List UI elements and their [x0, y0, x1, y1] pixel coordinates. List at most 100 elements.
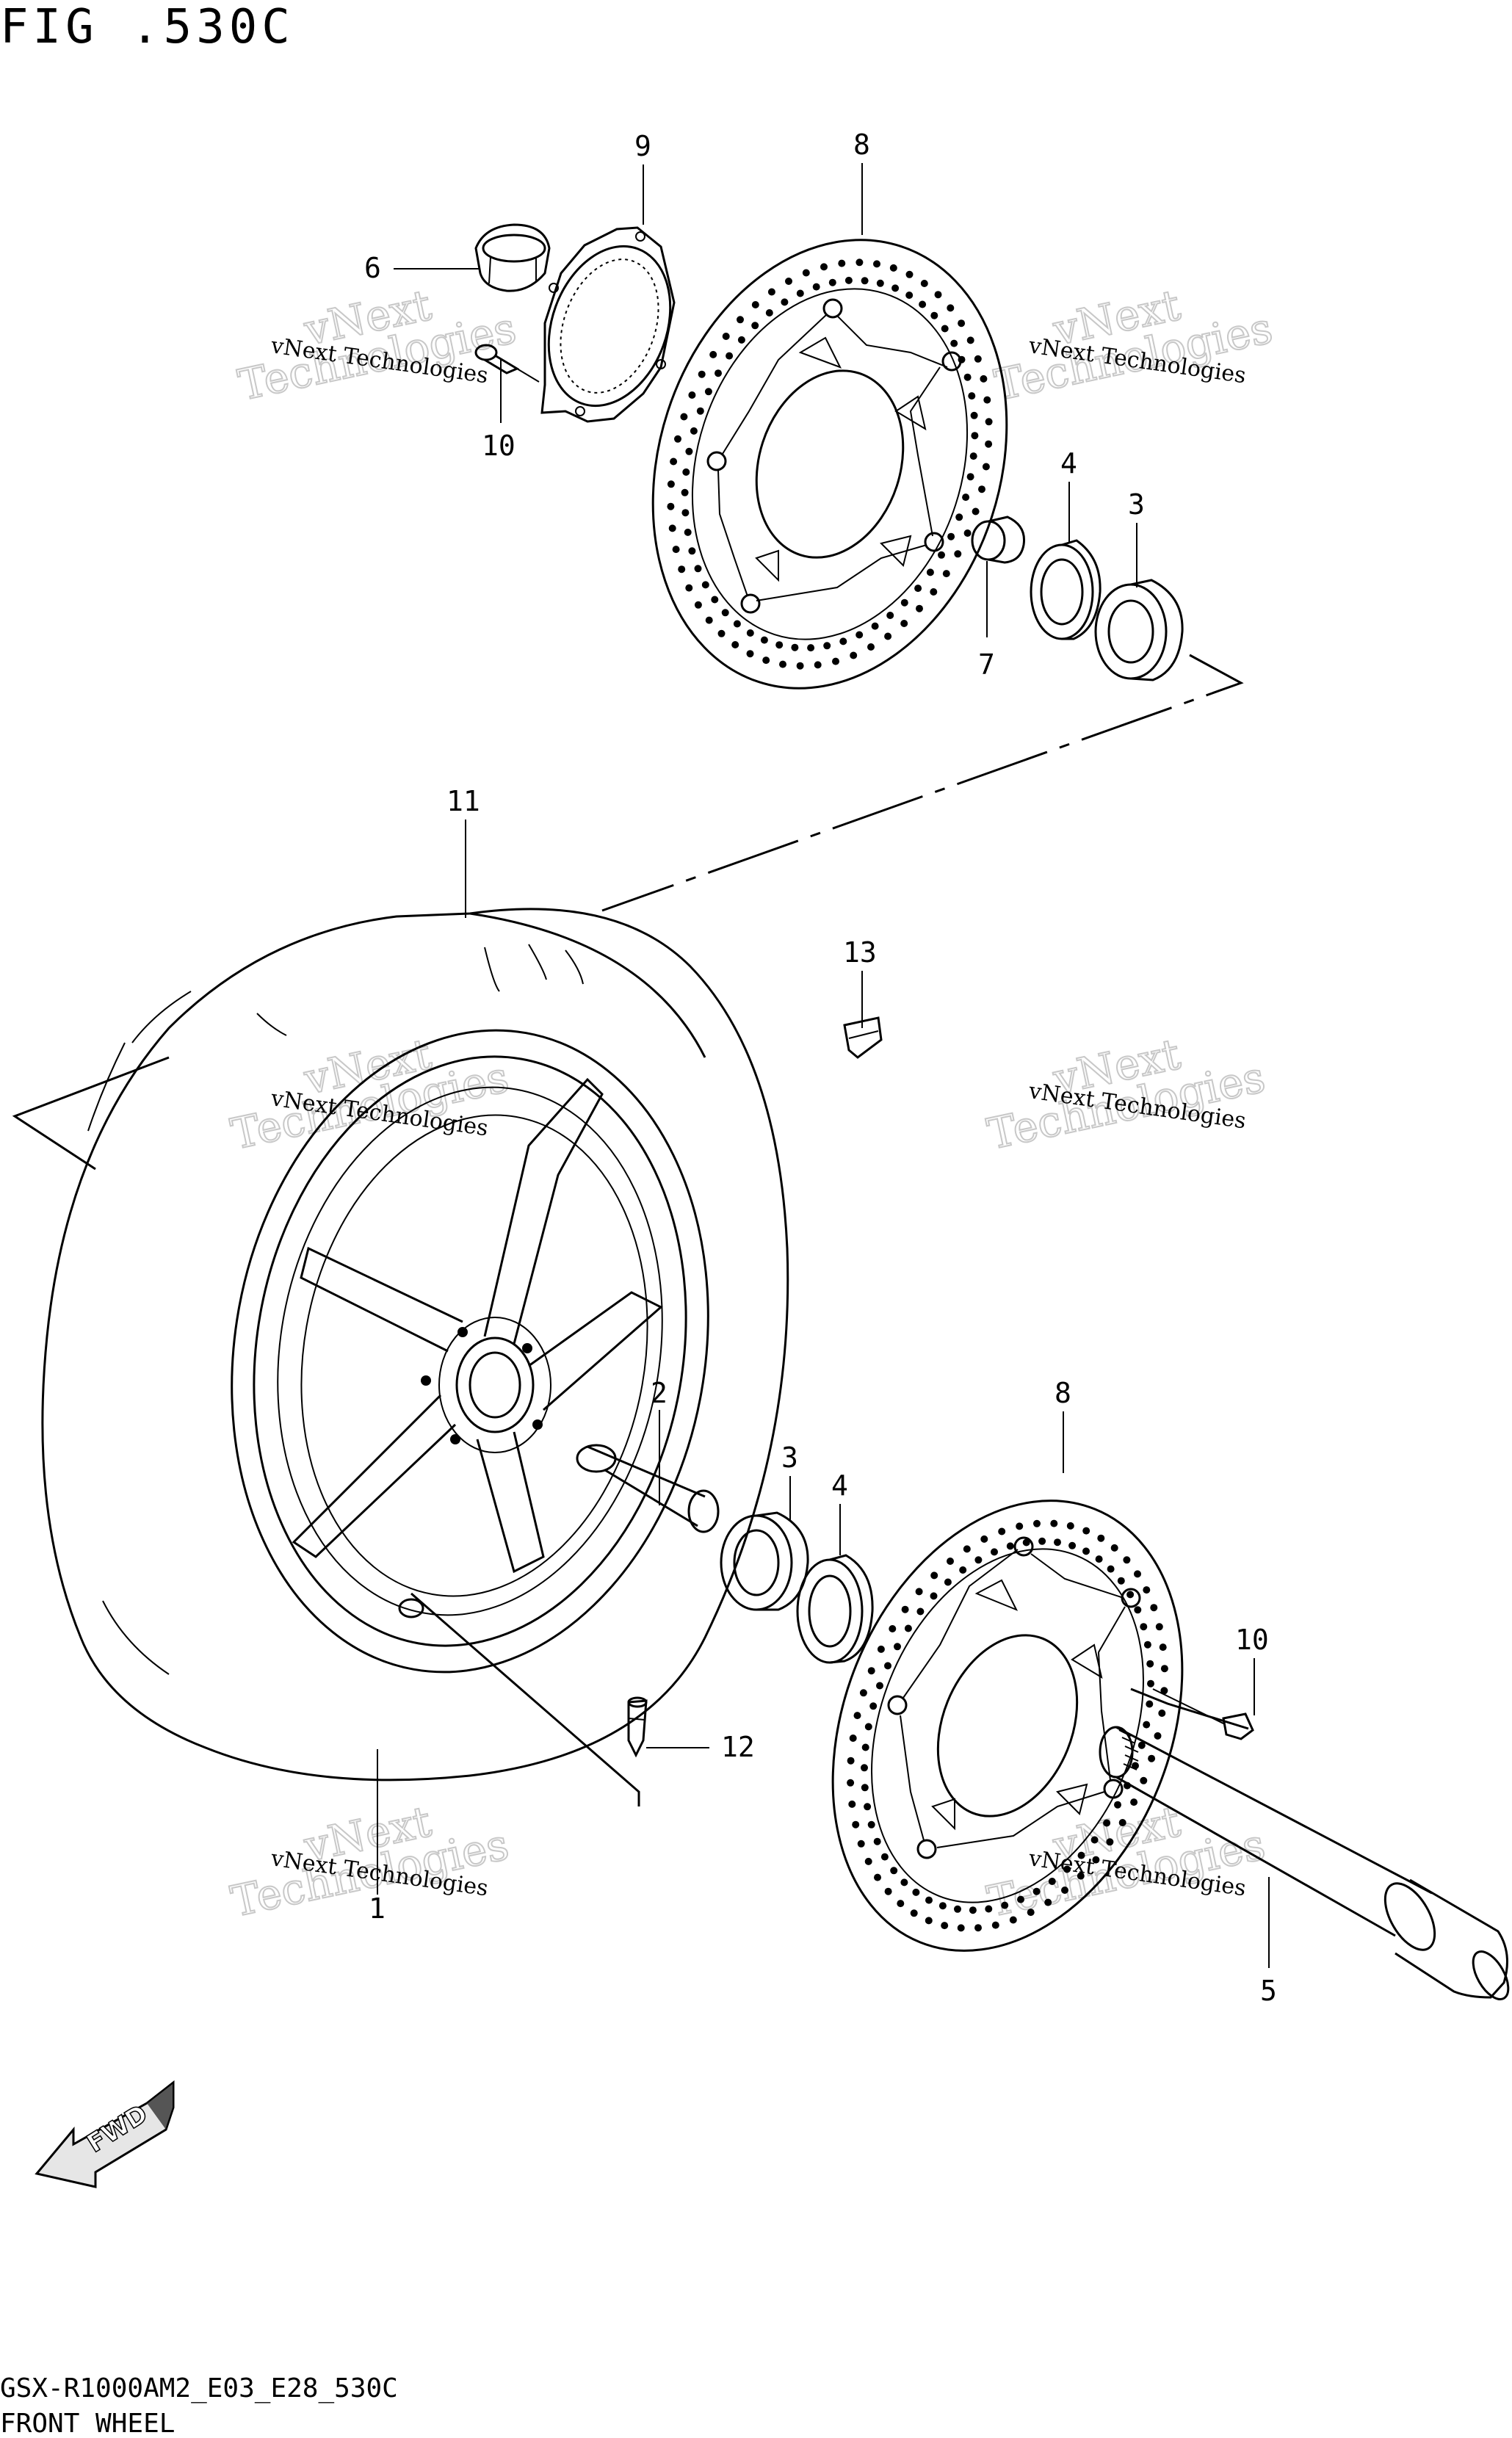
disc-vent-hole [926, 568, 934, 576]
disc-vent-hole [704, 388, 712, 396]
part-7-spacer [971, 516, 1026, 564]
svg-text:9: 9 [634, 130, 651, 162]
disc-vent-hole [930, 1571, 938, 1580]
disc-vent-hole [856, 631, 864, 639]
disc-vent-hole [890, 1867, 898, 1875]
disc-vent-hole [920, 280, 928, 287]
watermark-top-right: Technologies vNext vNext Technologies [990, 279, 1278, 411]
disc-vent-hole [942, 570, 950, 578]
callout-2: 2 [651, 1377, 668, 1505]
disc-vent-hole [963, 529, 972, 537]
disc-vent-hole [1022, 1538, 1030, 1547]
disc-vent-hole [915, 1588, 923, 1596]
disc-vent-hole [701, 581, 709, 589]
disc-vent-hole [775, 641, 784, 649]
disc-vent-hole [678, 565, 686, 574]
disc-vent-hole [1006, 1542, 1014, 1550]
disc-vent-hole [737, 336, 745, 344]
disc-vent-hole [966, 336, 974, 344]
disc-vent-hole [876, 279, 884, 287]
disc-vent-hole [767, 288, 775, 296]
disc-vent-hole [912, 1888, 920, 1896]
part-6-nut [474, 223, 551, 292]
part-10-bolt-top [474, 344, 540, 383]
part-12-valve [627, 1696, 648, 1758]
disc-vent-hole [1095, 1555, 1103, 1563]
disc-vent-hole [1050, 1519, 1058, 1527]
callout-8b: 8 [1055, 1377, 1071, 1473]
disc-vent-hole [884, 632, 892, 640]
disc-vent-hole [930, 1592, 938, 1600]
callout-3a: 3 [1128, 488, 1145, 587]
svg-text:10: 10 [482, 430, 516, 462]
callout-10b: 10 [1235, 1624, 1269, 1715]
disc-vent-hole [1146, 1700, 1154, 1708]
callout-13: 13 [843, 936, 877, 1028]
disc-vent-hole [1092, 1856, 1100, 1864]
disc-vent-hole [1077, 1872, 1085, 1880]
disc-vent-hole [874, 1873, 881, 1881]
disc-vent-hole [722, 333, 730, 340]
disc-vent-hole [698, 370, 706, 378]
disc-vent-hole [930, 311, 938, 319]
disc-vent-hole [721, 609, 729, 617]
disc-vent-hole [1110, 1544, 1118, 1552]
guide-lines [12, 654, 1249, 1806]
disc-vent-hole [900, 598, 908, 607]
disc-vent-hole [1114, 1801, 1121, 1809]
disc-vent-hole [832, 657, 839, 665]
disc-vent-hole [972, 507, 980, 516]
disc-vent-hole [779, 660, 786, 668]
disc-vent-hole [1155, 1623, 1163, 1631]
disc-vent-hole [1038, 1537, 1046, 1545]
disc-vent-hole [791, 643, 799, 651]
disc-vent-hole [1143, 1721, 1151, 1729]
svg-text:1: 1 [369, 1892, 386, 1925]
disc-vent-hole [1048, 1878, 1056, 1885]
disc-vent-hole [873, 260, 880, 268]
disc-vent-hole [696, 407, 704, 415]
disc-vent-hole [916, 1607, 925, 1616]
disc-vent-hole [925, 1896, 933, 1904]
disc-vent-hole [941, 1922, 949, 1930]
disc-vent-hole [861, 1784, 869, 1792]
disc-vent-hole [982, 463, 990, 471]
disc-vent-hole [910, 1909, 918, 1917]
disc-vent-hole [850, 651, 858, 659]
disc-vent-hole [715, 369, 722, 377]
disc-vent-hole [1009, 1916, 1017, 1924]
disc-vent-hole [963, 373, 972, 381]
part-4-oil-seal-bottom [796, 1554, 874, 1664]
disc-vent-hole [867, 1667, 875, 1675]
part-2-spacer-tube [576, 1444, 720, 1533]
disc-vent-hole [985, 418, 993, 426]
callout-9: 9 [634, 130, 651, 225]
disc-vent-hole [980, 375, 988, 383]
disc-vent-hole [812, 283, 820, 291]
disc-vent-hole [857, 1840, 865, 1848]
disc-vent-hole [848, 1800, 856, 1808]
svg-text:5: 5 [1260, 1975, 1277, 2007]
disc-vent-hole [853, 1712, 861, 1720]
disc-vent-hole [1117, 1577, 1125, 1585]
disc-vent-hole [828, 278, 836, 286]
disc-vent-hole [954, 550, 962, 558]
disc-vent-hole [971, 432, 979, 440]
svg-text:13: 13 [843, 936, 877, 969]
disc-vent-hole [1027, 1909, 1035, 1917]
disc-vent-hole [746, 650, 754, 658]
part-8-brake-disc-top [651, 239, 1008, 690]
part-5-axle [1099, 1726, 1510, 2000]
disc-vent-hole [891, 284, 900, 292]
disc-vent-hole [667, 480, 675, 488]
disc-vent-hole [919, 300, 927, 308]
callout-3b: 3 [781, 1442, 798, 1520]
callout-10a: 10 [482, 360, 516, 462]
disc-vent-hole [1159, 1643, 1167, 1652]
disc-vent-hole [1143, 1586, 1151, 1594]
disc-vent-hole [864, 1857, 872, 1865]
disc-vent-hole [852, 1820, 860, 1828]
disc-vent-hole [947, 304, 955, 312]
part-1-rim [231, 1029, 709, 1674]
disc-vent-hole [962, 493, 970, 502]
